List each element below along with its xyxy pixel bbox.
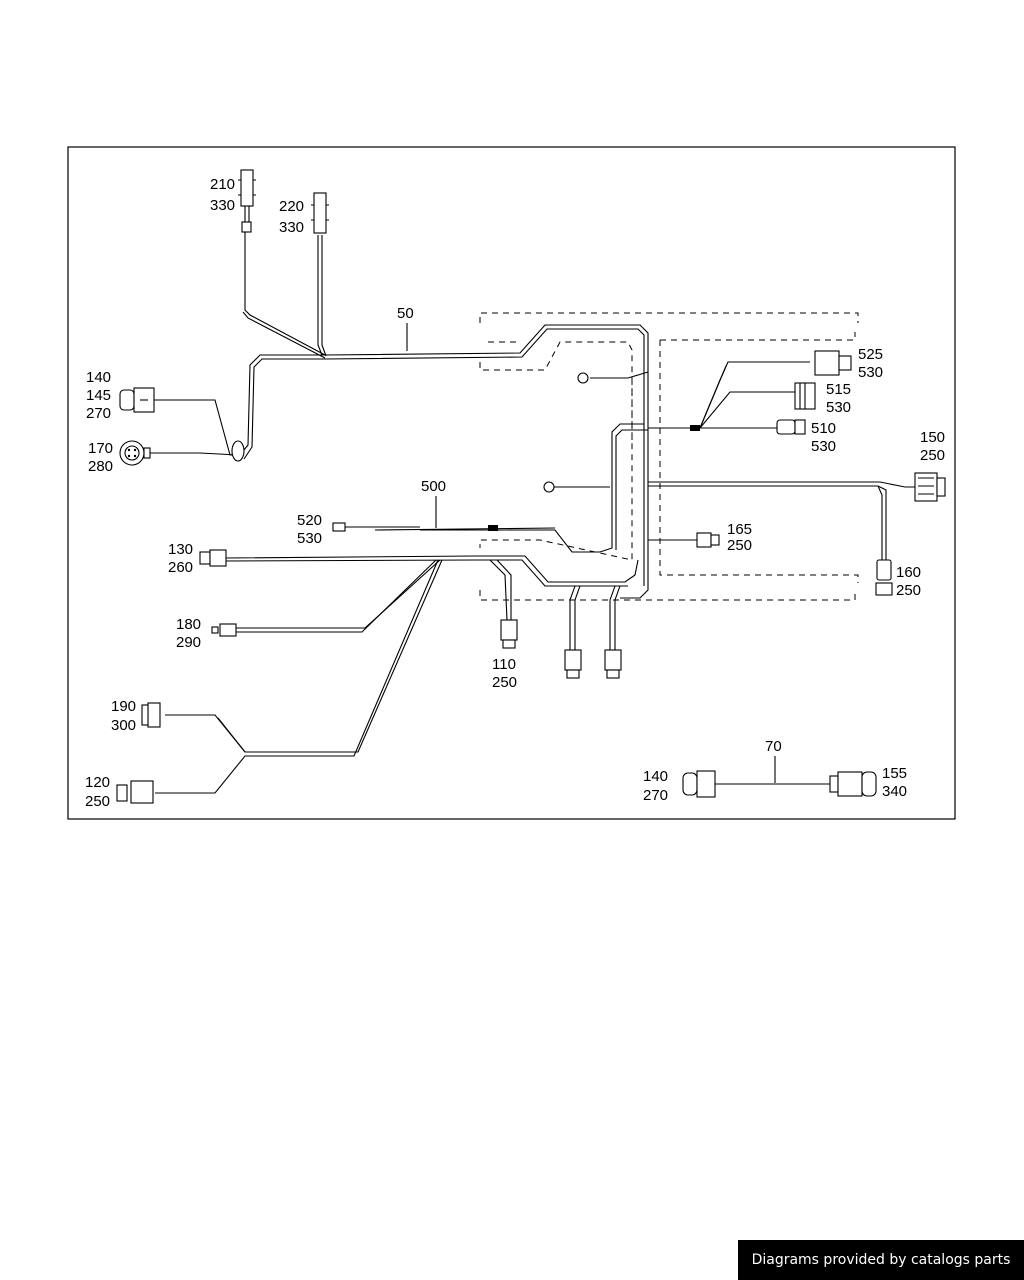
label-150: 150 bbox=[920, 429, 945, 446]
connector-515 bbox=[794, 382, 816, 410]
label-250a: 250 bbox=[920, 447, 945, 464]
ground-eyelet-2 bbox=[543, 481, 555, 493]
connectors bbox=[116, 169, 946, 804]
connector-110 bbox=[500, 619, 518, 649]
harness-500 bbox=[155, 525, 639, 794]
label-145: 145 bbox=[86, 387, 111, 404]
connector-160 bbox=[875, 559, 893, 596]
ground-eyelet-1 bbox=[577, 372, 589, 384]
label-160: 160 bbox=[896, 564, 921, 581]
label-525: 525 bbox=[858, 346, 883, 363]
connector-520 bbox=[332, 522, 346, 532]
connector-170 bbox=[119, 440, 151, 466]
label-530d: 530 bbox=[297, 530, 322, 547]
label-520: 520 bbox=[297, 512, 322, 529]
label-50: 50 bbox=[397, 305, 414, 322]
label-290: 290 bbox=[176, 634, 201, 651]
label-140b: 140 bbox=[643, 768, 668, 785]
connector-220 bbox=[311, 192, 329, 234]
label-530c: 530 bbox=[811, 438, 836, 455]
label-110: 110 bbox=[492, 656, 516, 673]
label-140a: 140 bbox=[86, 369, 111, 386]
connector-510 bbox=[776, 419, 806, 435]
callout-labels: 50 500 70 210 330 220 330 140 145 270 17… bbox=[85, 176, 945, 810]
label-155: 155 bbox=[882, 765, 907, 782]
label-250b: 250 bbox=[727, 537, 752, 554]
label-260: 260 bbox=[168, 559, 193, 576]
connector-525 bbox=[814, 350, 852, 376]
connector-165 bbox=[696, 532, 720, 548]
label-530b: 530 bbox=[826, 399, 851, 416]
connector-210 bbox=[238, 169, 256, 233]
label-510: 510 bbox=[811, 420, 836, 437]
label-330b: 330 bbox=[279, 219, 304, 236]
label-270b: 270 bbox=[643, 787, 668, 804]
label-250e: 250 bbox=[85, 793, 110, 810]
connector-140-145 bbox=[119, 387, 155, 413]
label-190: 190 bbox=[111, 698, 136, 715]
connector-180 bbox=[211, 623, 237, 637]
label-210: 210 bbox=[210, 176, 235, 193]
label-280: 280 bbox=[88, 458, 113, 475]
connector-130 bbox=[199, 549, 227, 567]
connector-150 bbox=[914, 472, 946, 502]
label-250c: 250 bbox=[896, 582, 921, 599]
connector-190 bbox=[141, 702, 161, 728]
connector-lower-left bbox=[564, 649, 582, 679]
label-270a: 270 bbox=[86, 405, 111, 422]
footer-credit: Diagrams provided by catalogs parts bbox=[738, 1240, 1024, 1280]
dashed-outlines bbox=[479, 312, 859, 601]
connector-lower-right bbox=[604, 649, 622, 679]
label-170: 170 bbox=[88, 440, 113, 457]
connector-120 bbox=[116, 780, 154, 804]
cable-70 bbox=[682, 770, 877, 798]
label-70: 70 bbox=[765, 738, 782, 755]
label-330a: 330 bbox=[210, 197, 235, 214]
label-220: 220 bbox=[279, 198, 304, 215]
label-515: 515 bbox=[826, 381, 851, 398]
label-180: 180 bbox=[176, 616, 201, 633]
label-530a: 530 bbox=[858, 364, 883, 381]
harness-50 bbox=[148, 230, 915, 599]
label-250d: 250 bbox=[492, 674, 517, 691]
leader-lines bbox=[406, 323, 776, 783]
label-300: 300 bbox=[111, 717, 136, 734]
label-340: 340 bbox=[882, 783, 907, 800]
label-500: 500 bbox=[421, 478, 446, 495]
label-120: 120 bbox=[85, 774, 110, 791]
label-130: 130 bbox=[168, 541, 193, 558]
label-165: 165 bbox=[727, 521, 752, 538]
diagram-border bbox=[67, 146, 956, 820]
